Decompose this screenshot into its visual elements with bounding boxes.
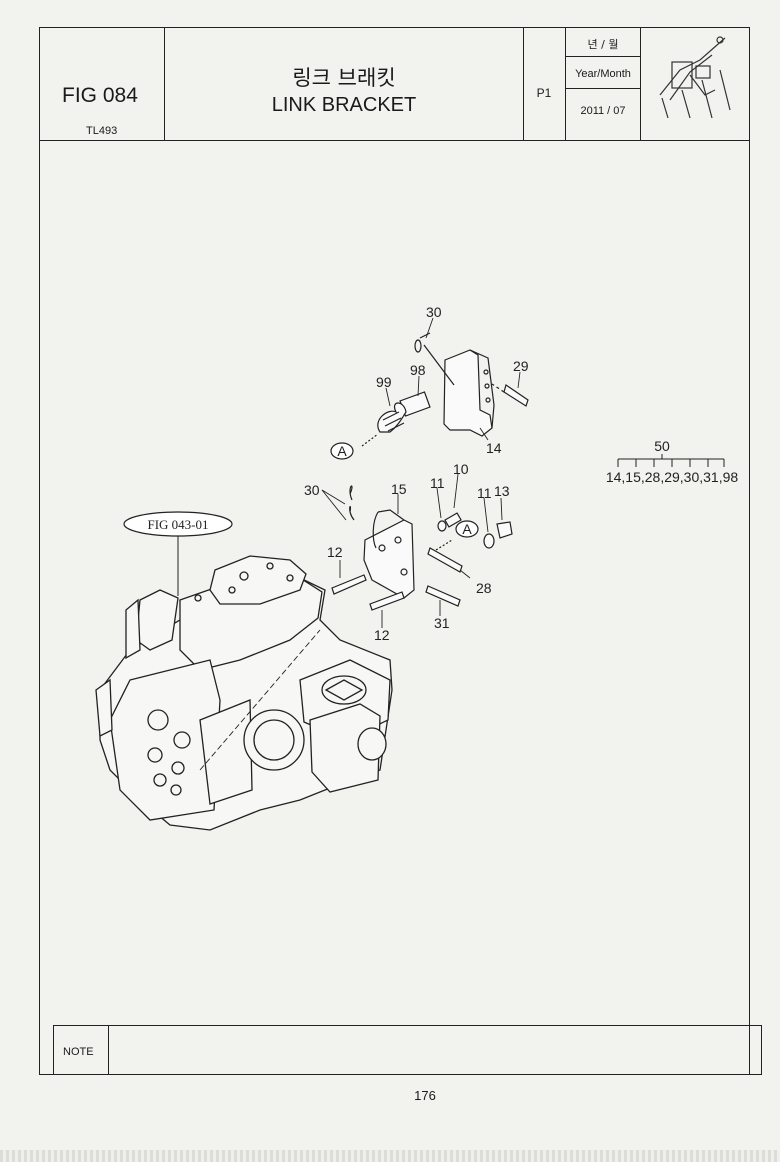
model-code: TL493 bbox=[86, 125, 118, 137]
ym-divider-2 bbox=[566, 88, 640, 89]
lower-bracket-group bbox=[331, 485, 513, 611]
leader-lines bbox=[199, 317, 521, 771]
svg-text:A: A bbox=[337, 443, 347, 459]
page-code: P1 bbox=[536, 86, 552, 100]
svg-text:A: A bbox=[462, 521, 472, 537]
header-bottom-rule bbox=[40, 140, 749, 141]
title-english: LINK BRACKET bbox=[271, 94, 417, 116]
page-frame: FIG 084 TL493 링크 브래킷 LINK BRACKET P1 년 /… bbox=[39, 27, 750, 1075]
upper-bracket-group bbox=[361, 332, 529, 447]
part-number-labels: 30 98 99 29 14 10 11 15 30 11 13 12 28 1… bbox=[304, 304, 529, 643]
transmission-housing bbox=[95, 555, 393, 831]
page-code-cell bbox=[524, 28, 566, 140]
fig-cell bbox=[40, 28, 165, 140]
part-label: 29 bbox=[513, 358, 529, 374]
note-divider bbox=[108, 1026, 109, 1074]
note-label: NOTE bbox=[63, 1046, 94, 1058]
part-label: 30 bbox=[426, 304, 442, 320]
part-label: 15 bbox=[391, 481, 407, 497]
part-label: 13 bbox=[494, 483, 510, 499]
year-month-cell bbox=[566, 28, 641, 140]
year-month-label-en: Year/Month bbox=[575, 68, 631, 80]
svg-text:50: 50 bbox=[654, 438, 670, 454]
title-korean: 링크 브래킷 bbox=[292, 66, 396, 90]
page-number: 176 bbox=[414, 1088, 436, 1103]
part-label: 14 bbox=[486, 440, 502, 456]
part-label: 28 bbox=[476, 580, 492, 596]
part-label: 98 bbox=[410, 362, 426, 378]
callout-a-upper: A bbox=[330, 442, 354, 460]
title-cell bbox=[165, 28, 524, 140]
part-label: 99 bbox=[376, 374, 392, 390]
part-label: 12 bbox=[374, 627, 390, 643]
part-label: 31 bbox=[434, 615, 450, 631]
tractor-hitch-thumbnail-icon bbox=[659, 36, 731, 119]
kit-callout: 50 14,15,28,29,30,31,98 bbox=[606, 438, 739, 485]
svg-text:FIG 043-01: FIG 043-01 bbox=[147, 517, 208, 532]
year-month-label-ko: 년 / 월 bbox=[587, 38, 619, 51]
fig-reference-callout: FIG 043-01 bbox=[123, 511, 233, 596]
part-label: 30 bbox=[304, 482, 320, 498]
fig-number: FIG 084 bbox=[62, 84, 138, 107]
part-label: 11 bbox=[430, 475, 445, 491]
part-label: 10 bbox=[453, 461, 469, 477]
note-box: NOTE bbox=[53, 1025, 762, 1075]
part-label: 11 bbox=[477, 485, 492, 501]
year-month-value: 2011 / 07 bbox=[580, 105, 626, 117]
scan-edge bbox=[0, 1150, 780, 1162]
svg-text:14,15,28,29,30,31,98: 14,15,28,29,30,31,98 bbox=[606, 469, 739, 485]
callout-a-lower: A bbox=[455, 520, 479, 538]
ym-divider-1 bbox=[566, 56, 640, 57]
part-label: 12 bbox=[327, 544, 343, 560]
